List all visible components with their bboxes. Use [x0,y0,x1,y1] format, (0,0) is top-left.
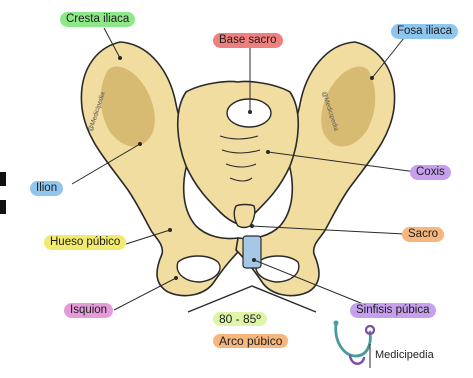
label-hueso-pubico: Hueso púbico [44,235,126,250]
leader-dot [174,276,178,280]
pubic-symphysis [243,236,261,268]
label-sinfisis-pubica: Sinfisis púbica [350,303,436,318]
leader-dot [248,110,252,114]
left-obturator-foramen [177,256,220,282]
leader-dot [252,258,256,262]
leader-dot [138,142,142,146]
edge-mark [0,172,6,186]
label-isquion: Isquion [64,303,113,318]
leader-dot [370,76,374,80]
edge-mark [0,200,6,214]
leader-dot [266,150,270,154]
pubic-arch-angle: 80 - 85º [213,312,267,326]
label-cresta-iliaca: Cresta iliaca [60,12,135,27]
label-ilion: Ilion [30,181,63,196]
label-coxis: Coxis [410,165,451,180]
label-fosa-iliaca: Fosa iliaca [391,24,458,39]
brand-name: Medicipedia [375,349,434,361]
stethoscope-logo-icon [334,321,375,364]
label-sacro: Sacro [402,227,444,242]
leader-dot [250,224,254,228]
leader-dot [118,56,122,60]
label-base-sacro: Base sacro [213,33,283,48]
leader-dot [168,228,172,232]
pubic-arch-caption: Arco púbico [213,334,288,348]
